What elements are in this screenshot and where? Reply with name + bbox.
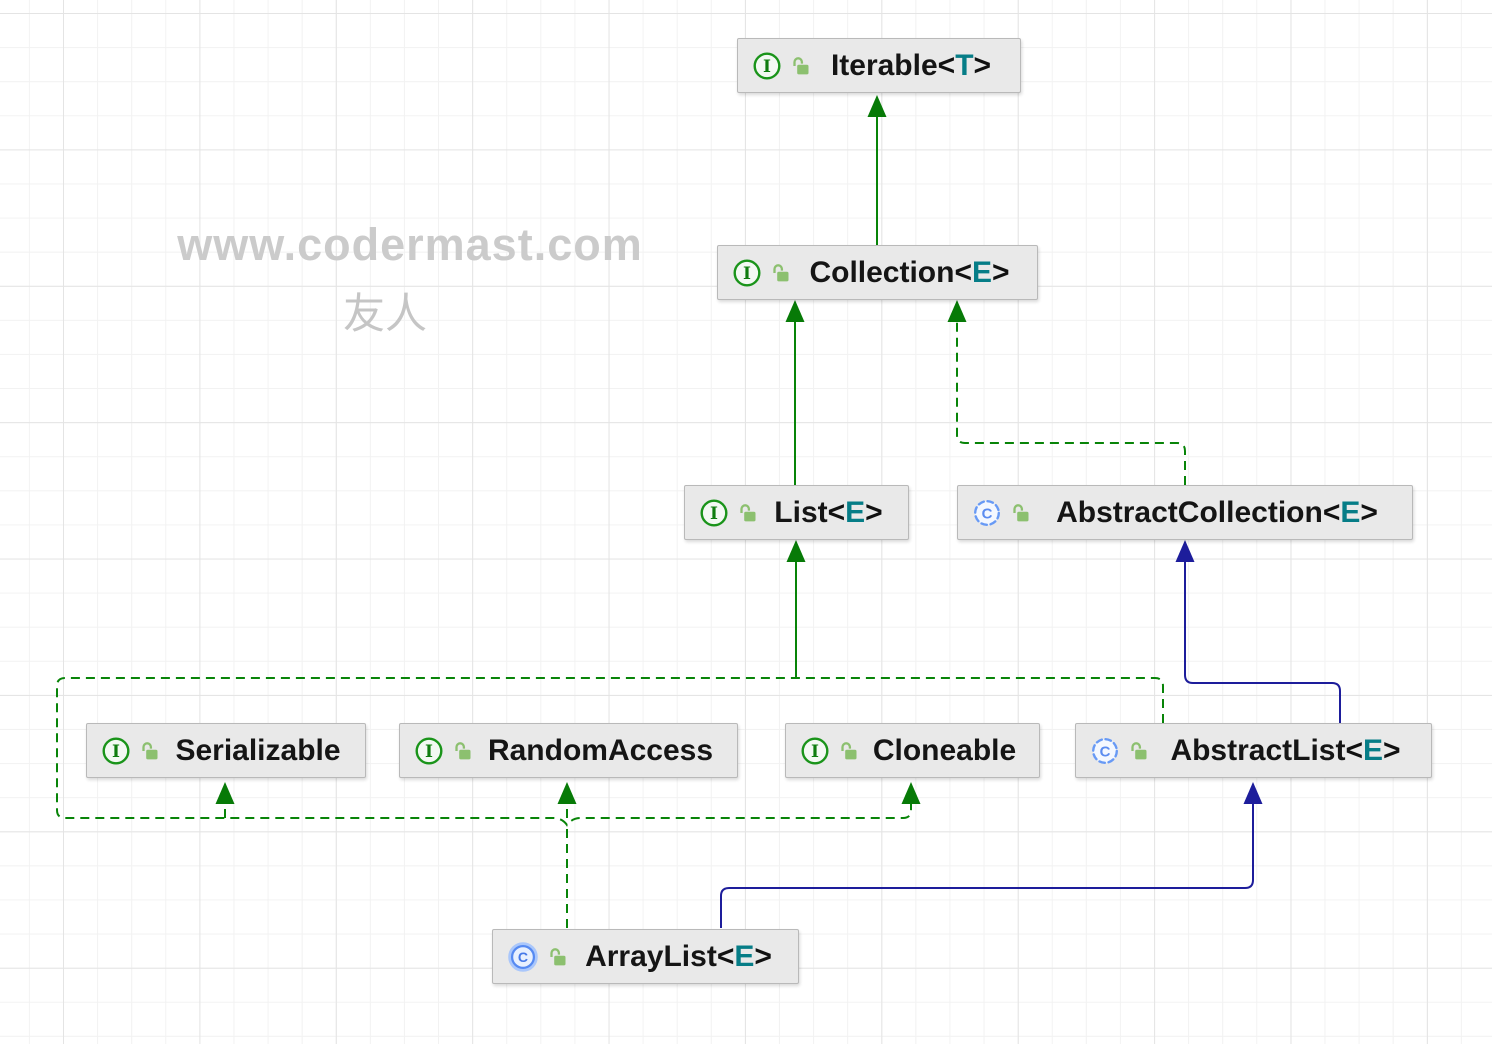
class-node-cloneable[interactable]: I Cloneable	[785, 723, 1040, 778]
unlocked-padlock-icon	[838, 740, 860, 762]
arrowhead-into-collection-right	[947, 300, 967, 322]
class-name-label: AbstractCollection<E>	[1056, 495, 1378, 529]
class-node-abstract-collection[interactable]: C AbstractCollection<E>	[957, 485, 1413, 540]
class-name-label: RandomAccess	[487, 733, 714, 767]
unlocked-padlock-icon	[770, 262, 792, 284]
class-name-label: List<E>	[774, 495, 883, 529]
class-name-label: Iterable<T>	[830, 48, 992, 82]
unlocked-padlock-icon	[139, 740, 161, 762]
class-name-label: Serializable	[175, 733, 341, 767]
svg-text:I: I	[763, 56, 771, 76]
class-icon: C	[507, 941, 539, 973]
class-node-serializable[interactable]: I Serializable	[86, 723, 366, 778]
arrowhead-into-serializable	[215, 782, 235, 804]
svg-text:I: I	[710, 503, 718, 523]
svg-text:I: I	[743, 263, 751, 283]
arrowhead-into-abstractcollection	[1175, 540, 1195, 562]
interface-icon: I	[752, 51, 782, 81]
svg-text:I: I	[811, 741, 819, 761]
unlocked-padlock-icon	[547, 946, 569, 968]
svg-text:C: C	[1100, 743, 1111, 760]
class-node-collection[interactable]: I Collection<E>	[717, 245, 1038, 300]
arrowhead-into-collection-left	[785, 300, 805, 322]
class-name-label: ArrayList<E>	[585, 939, 772, 973]
arrowhead-into-randomaccess	[557, 782, 577, 804]
edge-abstractcollection-implements-collection	[956, 322, 1186, 485]
svg-text:I: I	[425, 741, 433, 761]
class-name-label: Collection<E>	[809, 255, 1010, 289]
svg-text:C: C	[518, 949, 528, 965]
watermark-url: www.codermast.com	[177, 219, 643, 270]
watermark: www.codermast.com 友人	[160, 220, 660, 341]
unlocked-padlock-icon	[1128, 740, 1150, 762]
class-node-list[interactable]: I List<E>	[684, 485, 909, 540]
arrowhead-into-abstractlist	[1243, 782, 1263, 804]
class-node-iterable[interactable]: I Iterable<T>	[737, 38, 1021, 93]
class-name-label: Cloneable	[872, 733, 1017, 767]
interface-icon: I	[800, 736, 830, 766]
interface-icon: I	[699, 498, 729, 528]
interface-icon: I	[414, 736, 444, 766]
unlocked-padlock-icon	[737, 502, 759, 524]
edge-abstractlist-extends-abstractcollection	[1184, 562, 1341, 723]
unlocked-padlock-icon	[1010, 502, 1032, 524]
class-node-array-list[interactable]: C ArrayList<E>	[492, 929, 799, 984]
arrowhead-into-list	[786, 540, 806, 562]
class-node-random-access[interactable]: I RandomAccess	[399, 723, 738, 778]
arrowhead-into-cloneable	[901, 782, 921, 804]
class-name-label: AbstractList<E>	[1170, 733, 1401, 767]
edge-arraylist-extends-abstractlist	[720, 804, 1254, 928]
interface-icon: I	[101, 736, 131, 766]
svg-text:I: I	[112, 741, 120, 761]
class-node-abstract-list[interactable]: C AbstractList<E>	[1075, 723, 1432, 778]
unlocked-padlock-icon	[790, 55, 812, 77]
watermark-cjk: 友人	[342, 289, 427, 337]
interface-icon: I	[732, 258, 762, 288]
svg-text:C: C	[982, 505, 993, 522]
unlocked-padlock-icon	[452, 740, 474, 762]
abstract-class-icon: C	[1090, 736, 1120, 766]
arrowhead-into-iterable	[867, 95, 887, 117]
abstract-class-icon: C	[972, 498, 1002, 528]
